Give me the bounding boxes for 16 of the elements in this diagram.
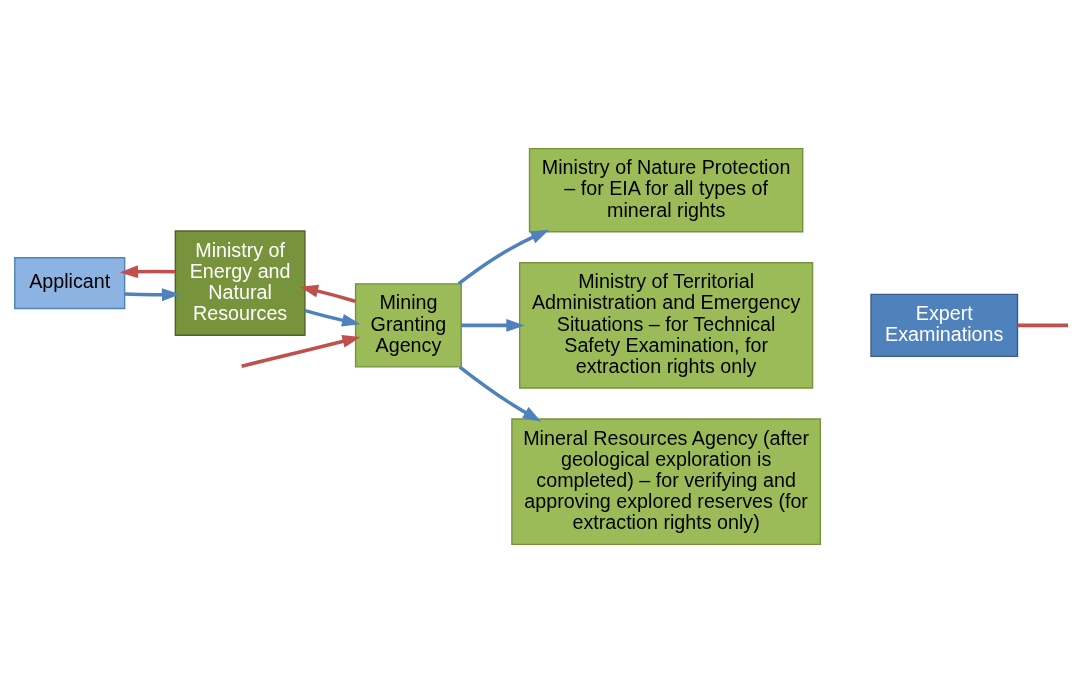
node-box: Ministry of Energy and Natural Resources [174, 229, 306, 336]
node-box: Ministry of Nature Protection – for EIA for all types of mineral rights [528, 147, 804, 232]
arrow [457, 229, 550, 285]
arrow [125, 287, 181, 301]
node-box: Ministry of Territorial Administration and Emergency Situations – for Technical Safety Examination, for extraction rights only [518, 261, 814, 389]
arrow [461, 318, 525, 332]
arrow [119, 264, 175, 278]
node-box: Mineral Resources Agency (after geological exploration is completed) – for verifying and approving explored reserves (for extraction rights only) [511, 417, 822, 545]
arrow [304, 308, 361, 327]
arrow [299, 284, 356, 303]
node-box: Applicant [14, 256, 126, 309]
arrow [458, 365, 542, 422]
node-box: Expert Examinations [870, 293, 1019, 357]
connector [1017, 323, 1069, 327]
node-box: Mining Granting Agency [354, 282, 462, 368]
arrow [241, 334, 361, 368]
